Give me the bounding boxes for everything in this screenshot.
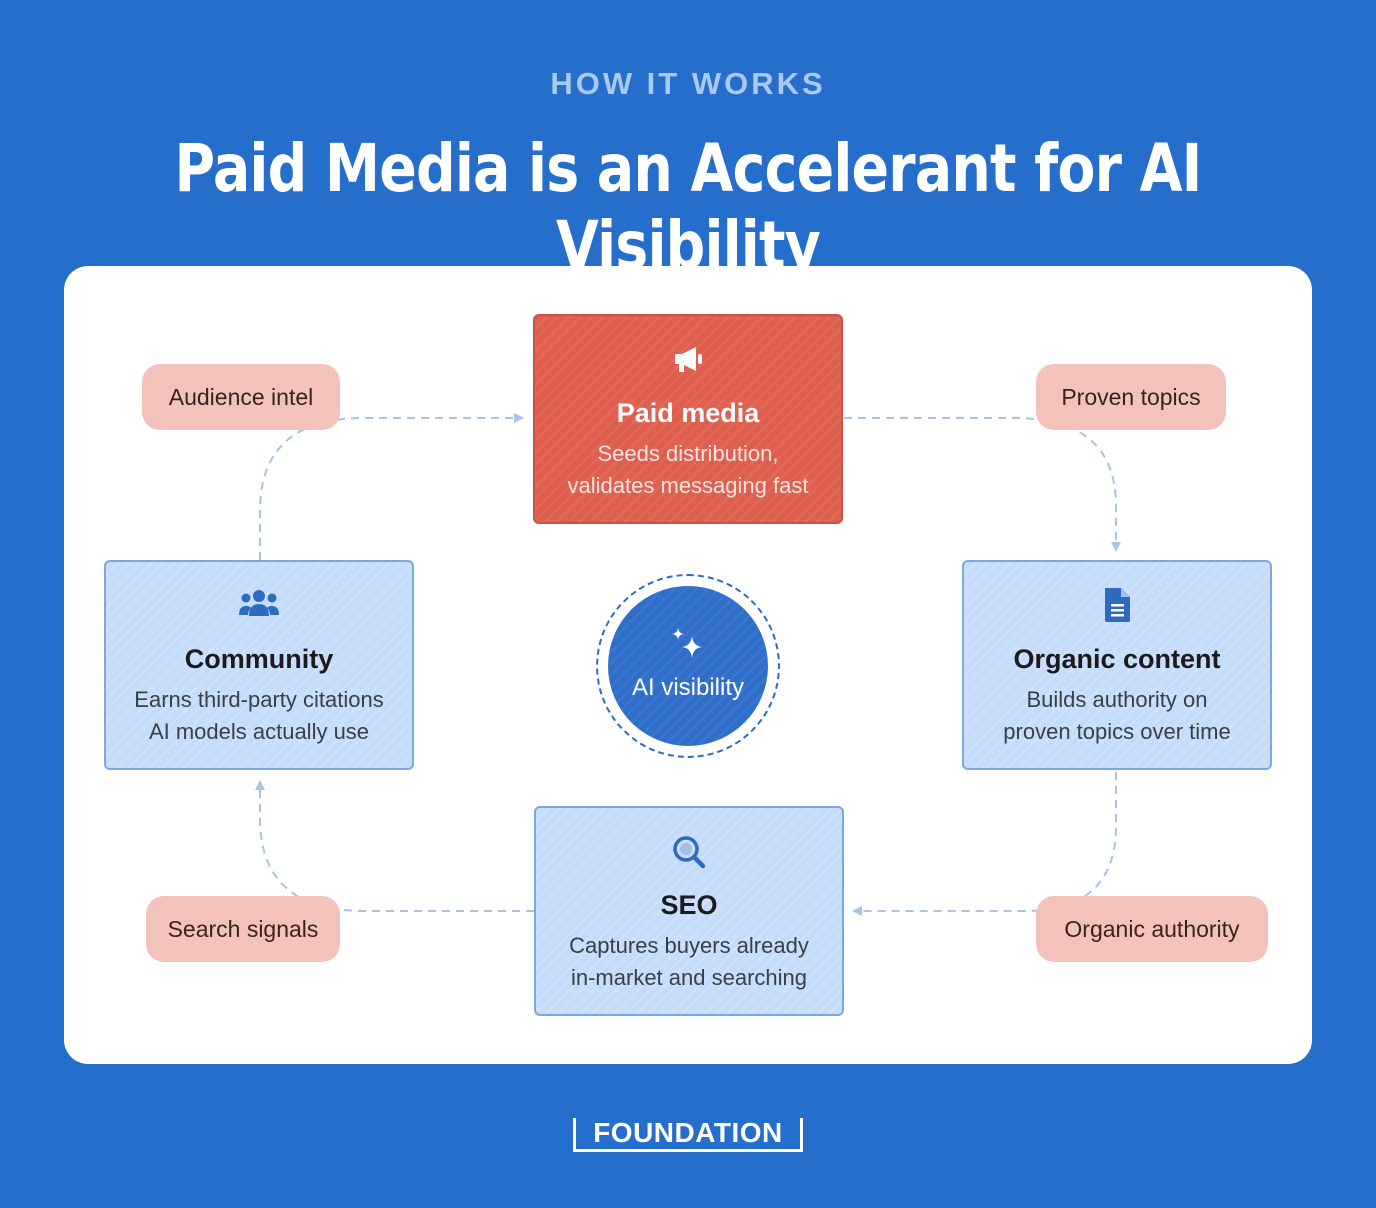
community-desc-line1: Earns third-party citations: [134, 687, 384, 712]
proven-topics-label: Proven topics: [1036, 364, 1226, 430]
paid-media-card: Paid media Seeds distribution, validates…: [533, 314, 843, 524]
search-signals-label: Search signals: [146, 896, 340, 962]
eyebrow-label: HOW IT WORKS: [550, 66, 826, 101]
page-title: Paid Media is an Accelerant for AI Visib…: [174, 130, 1203, 284]
hub-dashed-ring: [596, 574, 780, 758]
seo-desc-line1: Captures buyers already: [569, 933, 809, 958]
organic-content-card: Organic content Builds authority on prov…: [962, 560, 1272, 770]
foundation-logo-underline: [573, 1149, 803, 1152]
ai-visibility-label: AI visibility: [631, 674, 745, 701]
diagram-panel: Paid media Seeds distribution, validates…: [64, 266, 1312, 1064]
organic-authority-label: Organic authority: [1036, 896, 1268, 962]
flow-arrows: [255, 413, 1121, 916]
community-desc-line2: AI models actually use: [148, 719, 370, 744]
people-icon: [239, 590, 279, 616]
arrow-organic-to-seo: [852, 772, 1117, 916]
megaphone-icon: [675, 347, 702, 372]
audience-intel-label: Audience intel: [142, 364, 340, 430]
arrow-seo-to-community: [255, 780, 534, 912]
document-icon: [1105, 588, 1130, 622]
organic-content-desc-line1: Builds authority on: [1026, 687, 1208, 712]
arrow-paid-to-organic: [844, 417, 1121, 552]
seo-card: SEO Captures buyers already in-market an…: [534, 806, 844, 1016]
foundation-logo: FOUNDATION: [573, 1118, 803, 1152]
sparkles-icon: [672, 628, 702, 658]
organic-content-title: Organic content: [1013, 644, 1221, 674]
organic-content-desc-line2: proven topics over time: [1003, 719, 1231, 744]
seo-title: SEO: [660, 890, 718, 920]
paid-media-title: Paid media: [616, 398, 760, 428]
paid-media-desc-line2: validates messaging fast: [567, 473, 809, 498]
community-title: Community: [184, 644, 334, 674]
paid-media-desc-line1: Seeds distribution,: [597, 441, 779, 466]
community-card: Community Earns third-party citations AI…: [104, 560, 414, 770]
seo-desc-line2: in-market and searching: [570, 965, 807, 990]
search-icon: [673, 836, 706, 869]
arrow-community-to-paid: [259, 413, 524, 560]
ai-visibility-hub: AI visibility: [608, 586, 768, 746]
